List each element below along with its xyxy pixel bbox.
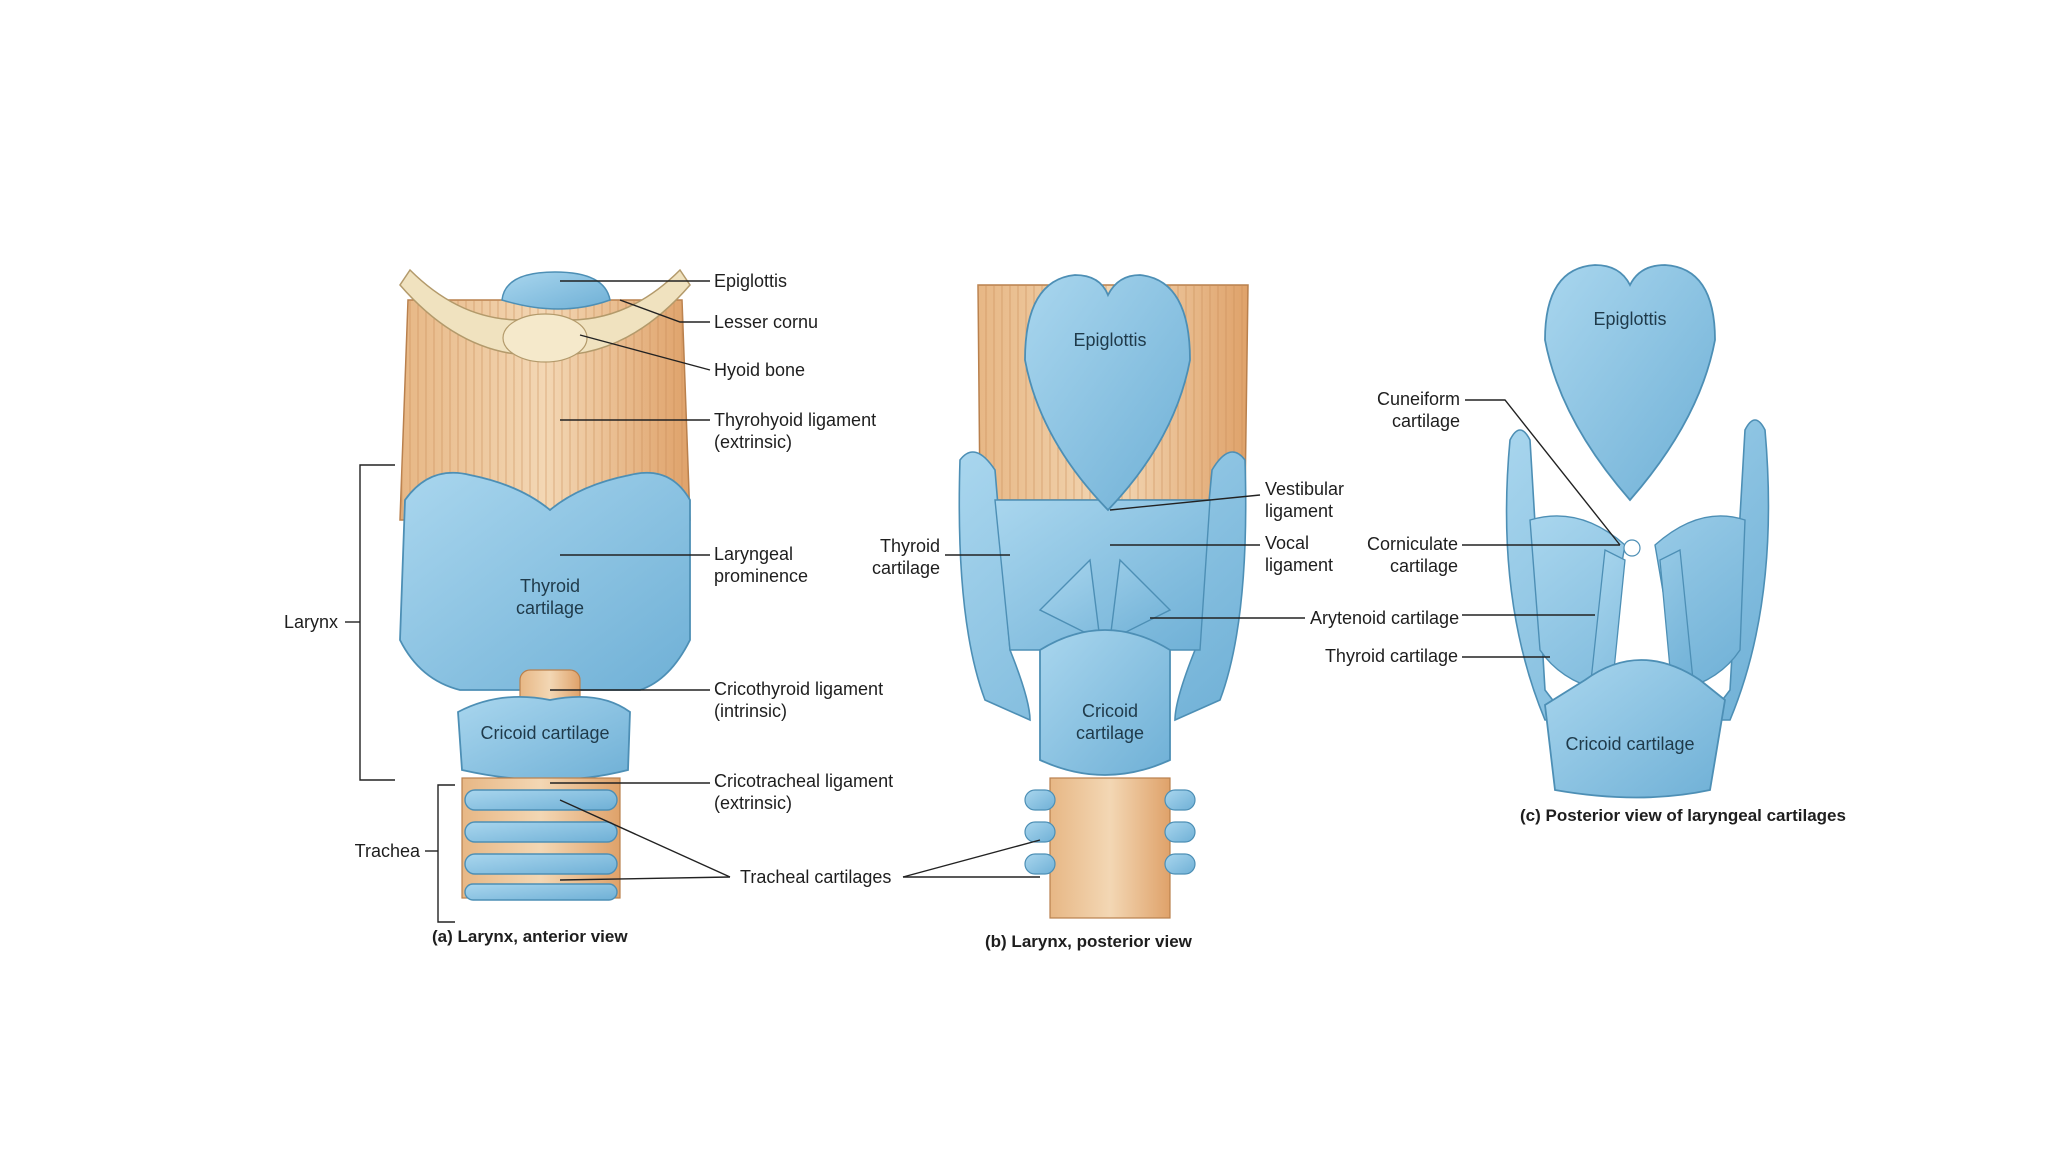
thyroid-cartilage-shape (399, 471, 691, 691)
label-larynx: Larynx (283, 612, 338, 632)
label-epiglottis-b: Epiglottis (1073, 330, 1147, 350)
label-cricoid-cartilage-c: Cricoid cartilage (1565, 734, 1695, 754)
arytenoid-shape (1038, 558, 1172, 642)
label-arytenoid-cartilage: Arytenoid cartilage (1310, 608, 1460, 628)
tracheal-ring-posterior (1164, 789, 1196, 811)
epiglottis-posterior-shape (1024, 274, 1191, 512)
panel-b-leaders (902, 494, 1305, 878)
hyoid-bone (399, 268, 691, 357)
label-cuneiform-cartilage: Cuneiform cartilage (1376, 389, 1460, 431)
label-thyroid-cartilage-a: Thyroid cartilage (515, 576, 585, 618)
label-thyroid-cartilage-b: Thyroid cartilage (871, 536, 940, 578)
tracheal-ring-posterior (1024, 789, 1056, 811)
label-lesser-cornu: Lesser cornu (714, 312, 819, 332)
cricoid-posterior-shape (1039, 629, 1171, 776)
tracheal-ring-posterior (1164, 821, 1196, 843)
label-corniculate-cartilage: Corniculate cartilage (1366, 534, 1458, 576)
panel-a-leaders (345, 280, 731, 923)
corniculate-cartilage-shape (1623, 539, 1641, 557)
panel-a-drawing (399, 268, 691, 901)
label-cricoid-cartilage-b: Cricoid cartilage (1075, 701, 1145, 743)
tracheal-ring (464, 789, 618, 811)
caption-panel-c: (c) Posterior view of laryngeal cartilag… (1520, 806, 1846, 825)
label-cricothyroid-ligament: Cricothyroid ligament (intrinsic) (714, 679, 884, 721)
label-cricoid-cartilage-a: Cricoid cartilage (480, 723, 610, 743)
panel-c-drawing (1505, 264, 1770, 799)
panel-c-leaders (1462, 399, 1621, 658)
panel-b-drawing (958, 274, 1249, 919)
thyroid-back (994, 499, 1211, 651)
caption-panel-a: (a) Larynx, anterior view (432, 927, 628, 946)
label-trachea: Trachea (354, 841, 420, 861)
tracheal-ring-posterior (1024, 821, 1056, 843)
label-tracheal-cartilages: Tracheal cartilages (740, 867, 892, 887)
tracheal-ring (464, 883, 618, 901)
thyroid-cartilage-posterior-shape (958, 451, 1247, 722)
cricoid-cartilage-c-shape (1544, 659, 1726, 799)
label-epiglottis-a: Epiglottis (714, 271, 788, 291)
caption-panel-b: (b) Larynx, posterior view (985, 932, 1192, 951)
label-laryngeal-prominence: Laryngeal prominence (714, 544, 809, 586)
label-vocal-ligament: Vocal ligament (1265, 533, 1334, 575)
epiglottis-shape (501, 271, 611, 310)
label-thyroid-cartilage-c: Thyroid cartilage (1324, 646, 1458, 666)
label-cricotracheal-ligament: Cricotracheal ligament (extrinsic) (714, 771, 894, 813)
tracheal-ring (464, 853, 618, 875)
epiglottis-cartilage-shape (1544, 264, 1716, 502)
label-epiglottis-c: Epiglottis (1593, 309, 1667, 329)
tracheal-ring-posterior (1024, 853, 1056, 875)
trachea-posterior-shape (1049, 777, 1171, 919)
tracheal-ring-posterior (1164, 853, 1196, 875)
label-vestibular-ligament: Vestibular ligament (1265, 479, 1345, 521)
hyoid-body (502, 313, 588, 363)
tracheal-ring (464, 821, 618, 843)
label-hyoid-bone: Hyoid bone (714, 360, 806, 380)
label-thyrohyoid-ligament: Thyrohyoid ligament (extrinsic) (714, 410, 877, 452)
